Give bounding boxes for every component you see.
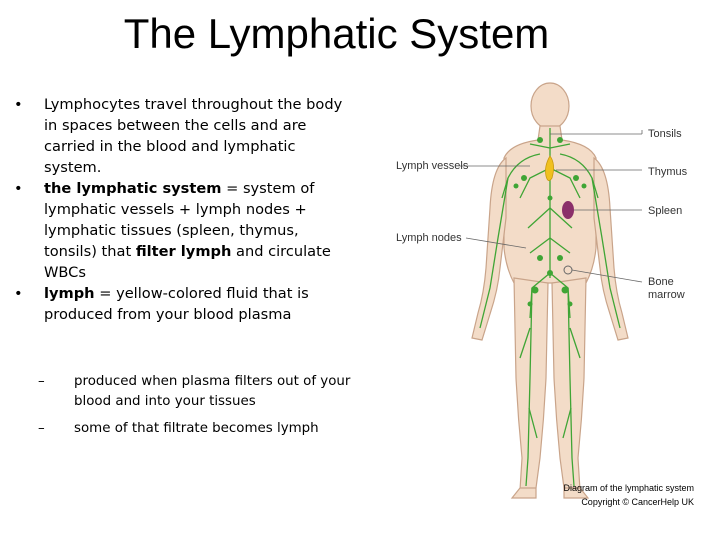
bullet-item: • the lymphatic system = system of lymph… bbox=[14, 178, 386, 283]
bullet-list: • Lymphocytes travel throughout the body… bbox=[14, 94, 386, 325]
body-figure-illustration bbox=[460, 82, 643, 499]
right-arm-shape bbox=[593, 156, 629, 341]
diagram-caption: Diagram of the lymphatic system bbox=[563, 483, 694, 493]
bullet-line: and circulate bbox=[236, 243, 331, 260]
bullet-line: Lymphocytes travel throughout the body bbox=[44, 96, 343, 113]
sub-bullet-item: – some of that filtrate becomes lymph bbox=[38, 419, 388, 439]
slide-title: The Lymphatic System bbox=[123, 10, 550, 57]
bullet-line: lymphatic vessels + lymph nodes + bbox=[44, 201, 307, 218]
bullet-line: = yellow-colored fluid that is bbox=[99, 285, 309, 302]
sub-bullet-line: some of that filtrate becomes lymph bbox=[74, 421, 319, 436]
thymus-shape bbox=[545, 155, 554, 181]
spleen-shape bbox=[562, 201, 574, 219]
lymphatic-diagram: Lymph vessels Lymph nodes Tonsils Thymus… bbox=[390, 78, 720, 518]
lymph-node-cluster bbox=[513, 137, 587, 307]
lymph-vessel-network bbox=[479, 128, 621, 487]
bullet-term: the lymphatic system bbox=[44, 180, 222, 197]
diagram-copyright: Copyright © CancerHelp UK bbox=[581, 497, 694, 507]
label-lymph-nodes: Lymph nodes bbox=[396, 232, 462, 244]
bullet-marker: • bbox=[14, 285, 23, 302]
bullet-emphasis: filter lymph bbox=[135, 243, 232, 260]
sub-bullet-marker: – bbox=[38, 421, 45, 436]
label-bone: Bone bbox=[648, 276, 674, 288]
left-arm-shape bbox=[471, 156, 507, 341]
sub-bullet-line: blood and into your tissues bbox=[74, 394, 256, 409]
bullet-item: • Lymphocytes travel throughout the body… bbox=[14, 94, 386, 178]
bullet-line: produced from your blood plasma bbox=[44, 306, 292, 323]
bullet-marker: • bbox=[14, 96, 23, 113]
bullet-line: in spaces between the cells and are bbox=[44, 117, 307, 134]
bullet-line: tonsils) that bbox=[44, 243, 132, 260]
bullet-line: WBCs bbox=[44, 264, 86, 281]
label-spleen: Spleen bbox=[648, 205, 683, 217]
sub-bullet-marker: – bbox=[38, 374, 45, 389]
bullet-item: • lymph = yellow-colored fluid that is p… bbox=[14, 283, 386, 325]
head-shape bbox=[530, 82, 570, 130]
label-tonsils: Tonsils bbox=[648, 128, 682, 140]
bullet-line: lymphatic tissues (spleen, thymus, bbox=[44, 222, 299, 239]
pointer-lines bbox=[460, 130, 643, 283]
label-lymph-vessels: Lymph vessels bbox=[396, 160, 469, 172]
label-marrow: marrow bbox=[648, 289, 685, 301]
sub-bullet-line: produced when plasma filters out of your bbox=[74, 374, 351, 389]
bullet-line: carried in the blood and lymphatic bbox=[44, 138, 296, 155]
bullet-term: lymph bbox=[44, 285, 95, 302]
bullet-line: system. bbox=[44, 159, 102, 176]
bullet-line: = system of bbox=[226, 180, 315, 197]
label-thymus: Thymus bbox=[648, 166, 688, 178]
sub-bullet-item: – produced when plasma filters out of yo… bbox=[38, 372, 388, 412]
bullet-marker: • bbox=[14, 180, 23, 197]
